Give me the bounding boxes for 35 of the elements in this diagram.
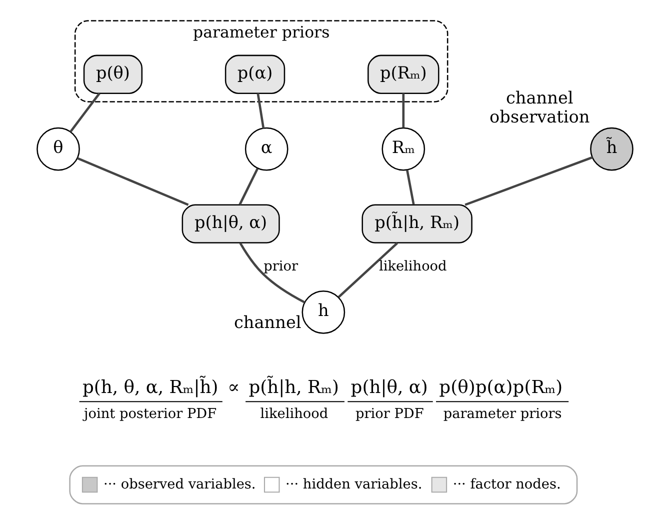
- connector: [238, 168, 259, 206]
- edge-label: prior: [264, 258, 298, 275]
- connector: [406, 170, 415, 205]
- node-box: p(h|θ, α): [182, 204, 280, 244]
- connector: [76, 157, 189, 206]
- connector: [70, 92, 100, 132]
- edge-label: likelihood: [378, 258, 447, 275]
- label: joint posterior PDF: [84, 406, 217, 422]
- connector: [256, 93, 265, 128]
- node-circle: h̃: [590, 127, 634, 171]
- node-label: channel: [234, 312, 302, 332]
- node-box: p(h̃|h, Rₘ): [362, 204, 472, 244]
- label: p(h̃|h, Rₘ): [248, 376, 339, 398]
- label: p(h, θ, α, Rₘ|h̃): [82, 376, 218, 398]
- connector: [338, 242, 398, 298]
- legend-label: ··· observed variables.: [104, 476, 256, 492]
- label: p(θ)p(α)p(Rₘ): [439, 376, 563, 398]
- node-circle: h: [302, 290, 346, 334]
- label: prior PDF: [356, 406, 424, 422]
- label: parameter priors: [443, 406, 562, 422]
- node-circle: α: [244, 127, 288, 171]
- connector: [464, 156, 593, 206]
- node-circle: Rₘ: [382, 127, 426, 171]
- label: ∝: [228, 376, 240, 398]
- node-box: p(Rₘ): [368, 54, 440, 94]
- node-box: p(α): [224, 54, 286, 94]
- connector: [402, 93, 405, 128]
- node-box: p(θ): [83, 54, 143, 94]
- connector: [239, 242, 306, 304]
- node-circle: θ: [36, 127, 80, 171]
- label: p(h|θ, α): [350, 376, 428, 398]
- legend-label: ··· hidden variables.: [286, 476, 422, 492]
- label: likelihood: [260, 406, 328, 422]
- node-label: channel observation: [490, 88, 590, 127]
- legend-label: ··· factor nodes.: [452, 476, 561, 492]
